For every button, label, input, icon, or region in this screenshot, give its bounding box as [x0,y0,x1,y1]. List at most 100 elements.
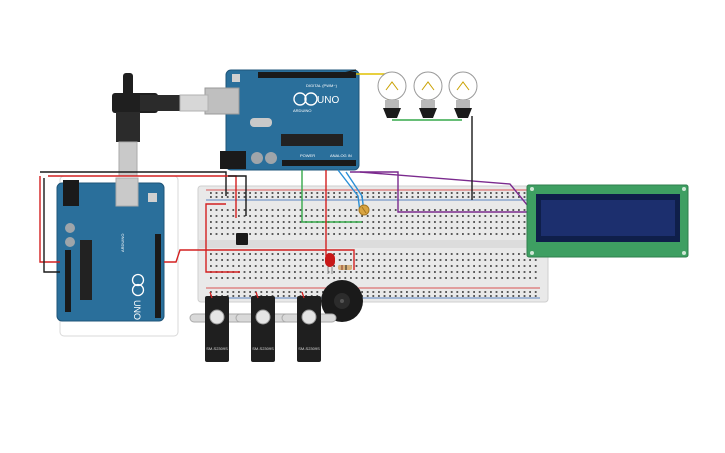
breadboard-hole [450,233,453,235]
analog-label: ANALOG IN [330,153,352,158]
breadboard-hole [350,192,352,194]
breadboard-hole [422,209,425,211]
breadboard-hole [221,227,223,229]
breadboard-hole [462,277,464,279]
lamp-2[interactable] [413,71,443,118]
breadboard-hole [277,253,279,255]
breadboard-hole [344,253,347,255]
breadboard-hole [378,192,380,194]
breadboard-hole [249,209,251,211]
servo-2[interactable]: SM-S2309S [235,291,291,362]
breadboard-hole [338,192,341,194]
breadboard-hole [355,271,358,273]
breadboard-hole [277,227,279,229]
breadboard-hole [523,271,526,273]
breadboard-hole [266,277,268,279]
breadboard-hole [243,271,246,273]
breadboard-hole [484,227,487,229]
breadboard-hole [417,271,419,273]
breadboard-hole [456,271,459,273]
breadboard-hole [518,196,520,198]
breadboard-hole [232,196,235,198]
breadboard-hole [294,221,296,223]
resistor[interactable] [338,265,352,270]
breadboard-hole [383,192,386,194]
breadboard-hole [249,196,251,198]
breadboard-hole [305,215,307,217]
reset-button[interactable] [148,193,157,202]
servo-1[interactable]: SM-S2309S [189,291,245,362]
breadboard-hole [271,253,274,255]
breadboard-hole [238,221,240,223]
breadboard-hole [484,221,487,223]
breadboard-hole [355,265,358,267]
breadboard-hole [417,259,419,261]
breadboard-hole [406,265,408,267]
breadboard-hole [411,227,414,229]
led-red[interactable] [325,253,335,274]
breadboard-hole [484,295,487,297]
breadboard-hole [462,215,464,217]
breadboard-hole [249,221,251,223]
breadboard-hole [282,227,285,229]
brand-text: ARDUINO [293,108,311,113]
breadboard-hole [445,196,447,198]
breadboard-hole [305,209,307,211]
breadboard-hole [450,209,453,211]
breadboard-hole [226,209,229,211]
breadboard-hole [490,265,492,267]
breadboard-hole [434,271,436,273]
breadboard-hole [238,259,240,261]
breadboard-hole [478,227,481,229]
breadboard-hole [501,295,503,297]
arduino-uno-top[interactable]: UNO ARDUINO DIGITAL (PWM~) POWER ANALOG … [204,69,360,171]
servo-3[interactable]: SM-S2309S [281,291,337,362]
breadboard-hole [260,192,263,194]
breadboard-hole [467,265,470,267]
breadboard-hole [344,271,347,273]
reset-button[interactable] [232,74,240,82]
piezo-buzzer[interactable] [321,280,363,322]
breadboard-hole [288,209,291,211]
usb-cable[interactable] [112,73,209,177]
breadboard-hole [238,277,240,279]
arduino-uno-left[interactable]: UNO ARDUINO [56,175,179,337]
breadboard-hole [422,291,425,293]
breadboard-hole [322,291,324,293]
breadboard-hole [372,209,375,211]
breadboard-hole [271,259,274,261]
breadboard-hole [254,271,257,273]
crystal [250,118,272,127]
wire-blue-1 [337,169,361,213]
lcd-display[interactable] [526,184,689,258]
lamp-3[interactable] [448,71,478,118]
breadboard-hole [288,196,291,198]
breadboard-hole [394,209,397,211]
breadboard-hole [534,265,537,267]
breadboard-hole [310,259,313,261]
breadboard-hole [310,253,313,255]
photoresistor[interactable] [358,204,370,216]
breadboard-hole [501,209,503,211]
breadboard[interactable] [197,185,549,303]
breadboard-hole [372,233,375,235]
breadboard-hole [350,209,352,211]
breadboard-hole [439,209,442,211]
wire-red-signal [164,249,355,270]
breadboard-hole [210,221,212,223]
breadboard-hole [366,295,369,297]
breadboard-hole [434,192,436,194]
breadboard-hole [506,253,509,255]
breadboard-hole [383,265,386,267]
breadboard-hole [411,233,414,235]
breadboard-hole [215,196,218,198]
breadboard-hole [378,221,380,223]
breadboard-hole [266,271,268,273]
breadboard-hole [333,233,335,235]
breadboard-hole [478,271,481,273]
breadboard-hole [294,295,296,297]
sensor-chip[interactable] [236,233,248,245]
lamp-1[interactable] [377,71,407,118]
breadboard-hole [439,253,442,255]
breadboard-hole [282,192,285,194]
